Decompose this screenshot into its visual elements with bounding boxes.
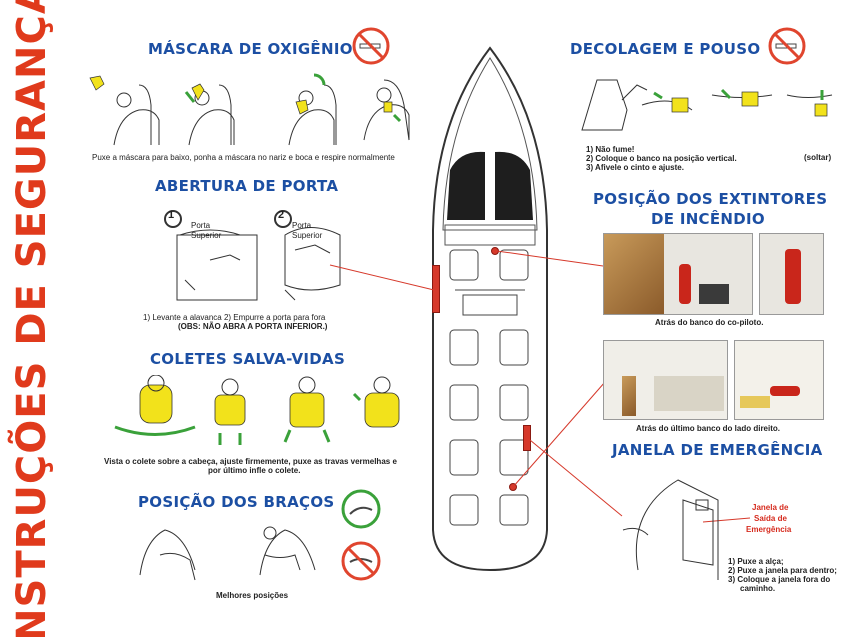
- life-vests-heading: COLETES SALVA-VIDAS: [150, 350, 346, 368]
- oxygen-mask-caption: Puxe a máscara para baixo, ponha a másca…: [92, 153, 395, 162]
- extinguisher-heading-line2: DE INCÊNDIO: [651, 210, 765, 228]
- emergency-window-heading: JANELA DE EMERGÊNCIA: [612, 441, 823, 459]
- door-step1-number: 1: [168, 209, 175, 221]
- emergency-window-step-2: 2) Puxe a janela para dentro;: [728, 566, 837, 575]
- door-opening-heading: ABERTURA DE PORTA: [155, 177, 339, 195]
- emergency-window-label-line3: Emergência: [746, 525, 792, 534]
- oxygen-mask-illustrations: [89, 73, 410, 146]
- door-step2-number: 2: [278, 209, 285, 221]
- extinguisher-caption-copilot: Atrás do banco do co-piloto.: [655, 318, 764, 327]
- takeoff-step-2: 2) Coloque o banco na posição vertical.: [586, 154, 737, 163]
- oxygen-mask-heading: MÁSCARA DE OXIGÊNIO: [148, 40, 353, 58]
- takeoff-landing-illustrations: [581, 79, 833, 131]
- emergency-window-label-line1: Janela de: [752, 503, 789, 512]
- emergency-window-label-line2: Saída de: [754, 514, 787, 523]
- seatbelt-release-label: (soltar): [804, 153, 832, 162]
- emergency-window-step-3: 3) Coloque a janela fora do: [728, 575, 831, 584]
- life-vest-illustrations: [114, 375, 400, 445]
- extinguisher-photo-copilot: [603, 233, 753, 315]
- arms-position-caption: Melhores posições: [216, 591, 289, 600]
- no-smoking-icon-2: [768, 27, 806, 65]
- extinguisher-photo-rear-seat: [734, 340, 824, 420]
- door-caption-warning: (OBS: NÃO ABRA A PORTA INFERIOR.): [178, 322, 328, 331]
- arms-position-heading: POSIÇÃO DOS BRAÇOS: [138, 493, 335, 511]
- extinguisher-heading-line1: POSIÇÃO DOS EXTINTORES: [593, 190, 828, 208]
- emergency-window-marker: [523, 425, 531, 451]
- door-caption-steps: 1) Levante a alavanca 2) Empurre a porta…: [143, 313, 326, 322]
- prohibited-icon: [341, 541, 381, 581]
- door-step2-label: Porta Superior: [292, 221, 323, 240]
- emergency-door-marker: [432, 265, 440, 313]
- door-opening-illustrations: [164, 210, 341, 301]
- aircraft-cabin-diagram: [432, 46, 548, 572]
- approved-check-icon: [341, 489, 381, 529]
- no-smoking-icon: [352, 27, 390, 65]
- emergency-window-step-3-cont: caminho.: [740, 584, 776, 593]
- takeoff-step-1: 1) Não fume!: [586, 145, 635, 154]
- door-step1-label: Porta Superior: [191, 221, 222, 240]
- extinguisher-caption-rear: Atrás do último banco do lado direito.: [636, 424, 781, 433]
- arms-position-illustrations: [139, 526, 316, 581]
- extinguisher-photo-rear-cabin: [603, 340, 728, 420]
- extinguisher-photo-closeup: [759, 233, 824, 315]
- takeoff-landing-heading: DECOLAGEM E POUSO: [570, 40, 761, 58]
- life-vest-caption-line1: Vista o colete sobre a cabeça, ajuste fi…: [104, 457, 397, 466]
- life-vest-caption-line2: por último infle o colete.: [208, 466, 301, 475]
- emergency-window-illustration: [622, 479, 719, 580]
- takeoff-step-3: 3) Afivele o cinto e ajuste.: [586, 163, 684, 172]
- emergency-window-step-1: 1) Puxe a alça;: [728, 557, 784, 566]
